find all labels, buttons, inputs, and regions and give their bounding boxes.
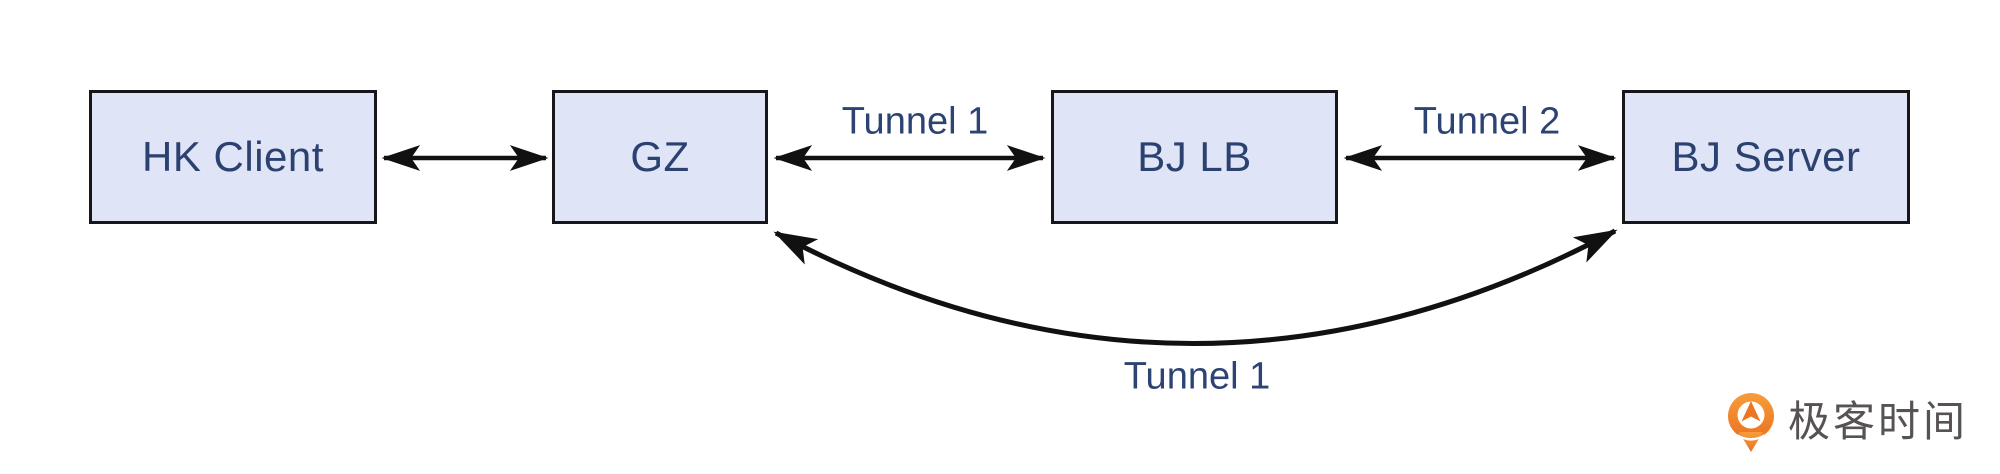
node-hk-client-label: HK Client <box>142 133 324 180</box>
node-bj-server: BJ Server <box>1622 90 1910 224</box>
geektime-logo-text: 极客时间 <box>1788 398 1969 445</box>
node-gz-label: GZ <box>630 133 690 180</box>
edge-label-tunnel1-top: Tunnel 1 <box>841 100 989 143</box>
node-bj-server-label: BJ Server <box>1671 133 1861 180</box>
edge-gz-bjserver-curved <box>773 228 1618 346</box>
edge-label-tunnel2: Tunnel 2 <box>1413 100 1561 143</box>
node-hk-client: HK Client <box>89 90 377 224</box>
geektime-logo: 极客时间 <box>1727 390 1968 454</box>
edge-label-tunnel1-bottom: Tunnel 1 <box>1123 355 1271 398</box>
node-bj-lb: BJ LB <box>1051 90 1338 224</box>
node-gz: GZ <box>552 90 768 224</box>
geektime-pin-arrow-icon <box>1728 393 1774 452</box>
node-bj-lb-label: BJ LB <box>1137 133 1252 180</box>
